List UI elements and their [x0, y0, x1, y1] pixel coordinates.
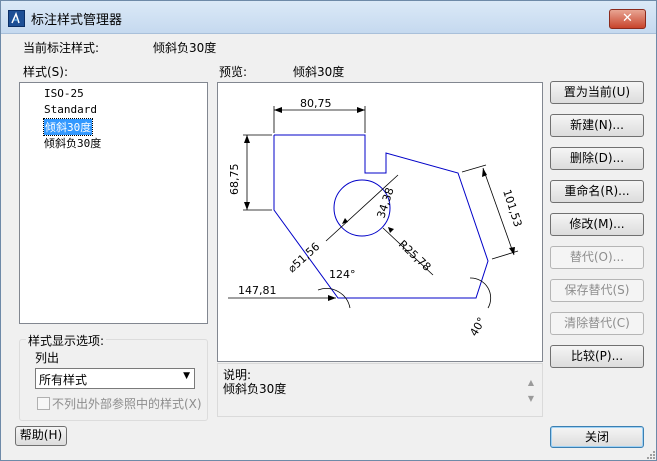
list-filter-value: 所有样式 — [39, 373, 88, 387]
display-options-title: 样式显示选项: — [26, 332, 107, 349]
exclude-xref-label: 不列出外部参照中的样式(X) — [52, 397, 202, 411]
list-item-selected[interactable]: 倾斜30度 — [42, 118, 94, 136]
delete-button[interactable]: 删除(D)... — [550, 147, 644, 170]
help-button[interactable]: 帮助(H) — [15, 426, 67, 446]
description-box: 说明: 倾斜负30度 ▲ ▼ — [217, 363, 543, 417]
exclude-xref-checkbox[interactable] — [37, 397, 50, 410]
display-options-group: 样式显示选项: — [19, 332, 208, 421]
list-item[interactable]: ISO-25 — [44, 87, 84, 100]
new-button[interactable]: 新建(N)... — [550, 114, 644, 137]
dim-diameter: ⌀51,56 — [285, 240, 322, 275]
preview-style-name: 倾斜30度 — [293, 65, 345, 79]
dim-left: 68,75 — [228, 164, 241, 196]
preview-canvas: 80,75 68,75 101,53 ⌀51,56 R25,78 34,38 1… — [217, 82, 543, 362]
window-close-button[interactable]: ✕ — [609, 9, 646, 29]
scroll-up-icon[interactable]: ▲ — [527, 378, 534, 387]
description-label: 说明: — [223, 368, 252, 382]
dimension-lines — [228, 106, 519, 309]
list-item[interactable]: 倾斜负30度 — [44, 137, 102, 150]
dim-right: 101,53 — [500, 188, 524, 229]
description-text: 倾斜负30度 — [223, 382, 287, 396]
current-style-value: 倾斜负30度 — [153, 41, 217, 55]
rename-button[interactable]: 重命名(R)... — [550, 180, 644, 203]
dim-angle: 124° — [329, 268, 356, 281]
dim-bottom: 147,81 — [238, 284, 277, 297]
list-label: 列出 — [35, 351, 60, 365]
set-current-button[interactable]: 置为当前(U) — [550, 81, 644, 104]
list-item[interactable]: Standard — [44, 103, 97, 116]
preview-drawing: 80,75 68,75 101,53 ⌀51,56 R25,78 34,38 1… — [228, 97, 524, 339]
dimension-arrows — [244, 107, 515, 301]
override-button[interactable]: 替代(O)... — [550, 246, 644, 269]
list-filter-select[interactable]: 所有样式 ▼ — [35, 368, 195, 389]
app-icon — [8, 10, 25, 27]
close-button[interactable]: 关闭 — [550, 426, 644, 448]
preview-label: 预览: — [219, 65, 248, 79]
dim-radius: R25,78 — [396, 238, 433, 274]
close-icon: ✕ — [622, 11, 633, 26]
clear-override-button[interactable]: 清除替代(C) — [550, 312, 644, 335]
chevron-down-icon: ▼ — [183, 371, 190, 381]
dim-top: 80,75 — [300, 97, 332, 110]
scroll-down-icon[interactable]: ▼ — [527, 394, 534, 403]
compare-button[interactable]: 比较(P)... — [550, 345, 644, 368]
styles-list[interactable]: ISO-25 Standard 倾斜30度 倾斜负30度 — [19, 82, 208, 324]
dim-small-angle: 40° — [467, 315, 488, 338]
dim-circle: 34,38 — [374, 186, 396, 220]
part-outline — [273, 134, 489, 299]
current-style-label: 当前标注样式: — [23, 41, 100, 55]
resize-grip-icon[interactable] — [645, 449, 655, 459]
save-override-button[interactable]: 保存替代(S) — [550, 279, 644, 302]
window-title: 标注样式管理器 — [31, 13, 123, 28]
title-bar[interactable]: 标注样式管理器 ✕ — [1, 1, 656, 34]
modify-button[interactable]: 修改(M)... — [550, 213, 644, 236]
styles-label: 样式(S): — [23, 65, 69, 79]
